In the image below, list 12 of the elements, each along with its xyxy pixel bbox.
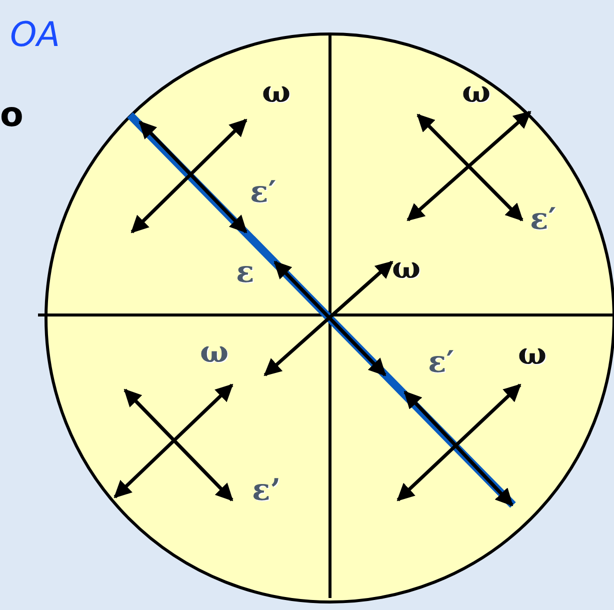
polarization-label: ω [462,78,491,108]
polarization-label: ε′ [530,205,556,235]
polarization-label: ω [200,338,229,368]
polarization-label: ω [518,340,547,370]
polarization-label: ω [392,254,421,284]
symbol-label: o [0,98,24,132]
polarization-label: ε′ [250,178,276,208]
polarization-label: ω [262,78,291,108]
polarization-label: ε’ [252,476,281,506]
polarization-label: ε [236,258,254,288]
axis-label: OA [10,18,60,52]
polarization-label: ε′ [428,348,454,378]
